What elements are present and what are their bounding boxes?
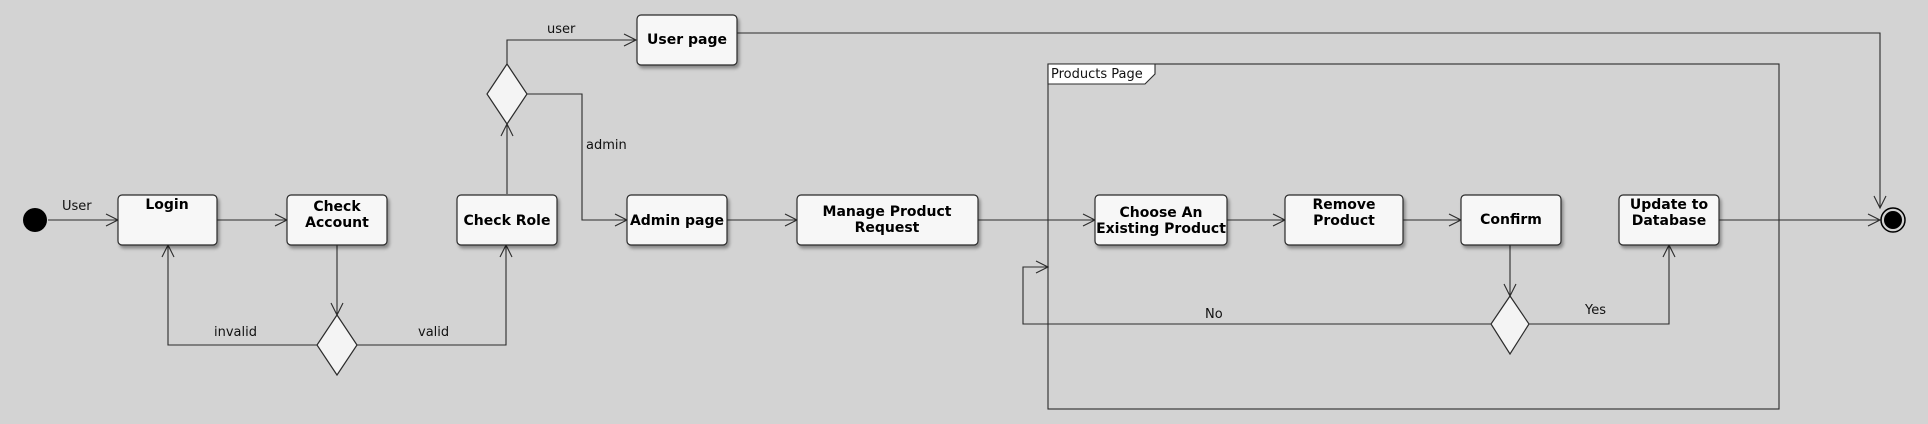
node-update-db-line1: Update to — [1630, 197, 1709, 213]
edge-no-arrow — [1035, 260, 1050, 274]
edge-label-yes: Yes — [1584, 303, 1606, 318]
edge-user-page-end-arrow — [1873, 195, 1887, 210]
edge-label-invalid: invalid — [214, 325, 257, 340]
node-check-account[interactable]: Check Account — [286, 194, 388, 246]
edge-label-valid: valid — [418, 325, 449, 340]
node-login[interactable]: Login — [117, 194, 218, 246]
edge-label-role-admin: admin — [586, 138, 627, 153]
node-manage-request-line1: Manage Product — [823, 204, 952, 220]
node-manage-request[interactable]: Manage Product Request — [796, 194, 979, 246]
edge-label-no: No — [1205, 307, 1223, 322]
edge-label-user-start: User — [62, 199, 92, 214]
node-login-label: Login — [145, 197, 188, 213]
edge-no — [1022, 266, 1491, 325]
node-admin-page-label: Admin page — [630, 213, 724, 229]
node-confirm-label: Confirm — [1480, 212, 1542, 228]
node-update-db-line2: Database — [1632, 213, 1707, 229]
node-check-role[interactable]: Check Role — [456, 194, 558, 246]
node-remove-product[interactable]: Remove Product — [1284, 194, 1404, 246]
products-page-frame: Products Page — [1047, 63, 1780, 410]
node-choose-product[interactable]: Choose An Existing Product — [1094, 194, 1228, 246]
edge-role-user-arrow — [623, 33, 638, 47]
frame-title: Products Page — [1051, 67, 1143, 82]
edge-valid — [357, 245, 507, 346]
edge-user-page-end — [737, 32, 1881, 208]
edge-invalid — [167, 245, 317, 346]
node-check-account-line2: Account — [305, 215, 369, 231]
decision-confirm — [1490, 294, 1530, 356]
node-confirm[interactable]: Confirm — [1460, 194, 1562, 246]
end-node — [1880, 207, 1906, 233]
edge-update-end-arrow — [1867, 213, 1882, 227]
node-remove-product-line1: Remove — [1312, 197, 1375, 213]
node-remove-product-line2: Product — [1313, 213, 1375, 229]
edge-label-role-user: user — [547, 22, 576, 37]
decision-account-valid — [316, 313, 358, 377]
node-check-role-label: Check Role — [464, 213, 551, 229]
node-admin-page[interactable]: Admin page — [626, 194, 728, 246]
node-choose-product-line2: Existing Product — [1096, 221, 1226, 237]
edges: User invalid valid user admin — [48, 22, 1887, 346]
edge-role-user — [506, 39, 636, 64]
start-node — [23, 208, 47, 232]
node-update-db[interactable]: Update to Database — [1618, 194, 1720, 246]
node-user-page-label: User page — [647, 32, 727, 48]
decision-role — [486, 62, 528, 126]
edge-role-admin — [527, 93, 627, 221]
node-user-page[interactable]: User page — [636, 14, 738, 66]
node-choose-product-line1: Choose An — [1120, 205, 1203, 221]
node-manage-request-line2: Request — [855, 220, 920, 236]
edge-yes — [1529, 245, 1670, 325]
node-check-account-line1: Check — [313, 199, 361, 215]
